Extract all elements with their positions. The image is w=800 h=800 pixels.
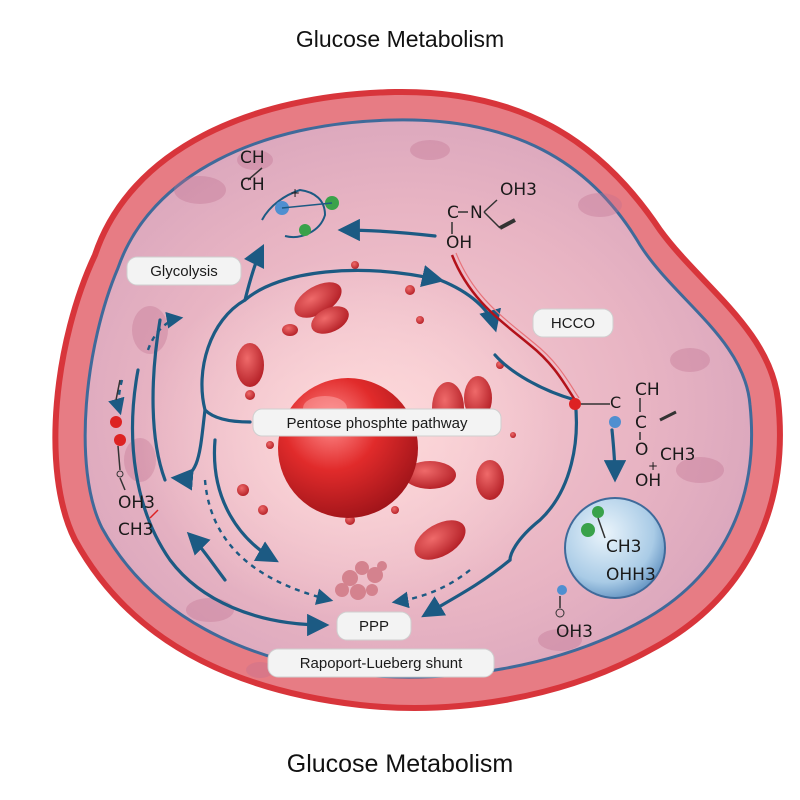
- svg-text:C: C: [635, 413, 647, 433]
- ppp-cluster: [335, 561, 387, 600]
- label-hcco: HCCO: [532, 308, 614, 338]
- molecule-right-mid: CH C C O CH3 + OH: [569, 380, 695, 491]
- svg-text:Rapoport-Lueberg shunt: Rapoport-Lueberg shunt: [300, 655, 463, 672]
- svg-text:+: +: [290, 186, 300, 200]
- label-ppp: PPP: [336, 611, 412, 641]
- nucleus: [278, 378, 418, 518]
- molecule-bottom-right: OH3: [555, 585, 593, 642]
- svg-text:OH3: OH3: [556, 622, 593, 642]
- svg-text:CH: CH: [240, 148, 265, 168]
- svg-text:CH3: CH3: [118, 520, 153, 540]
- svg-text:CH3: CH3: [606, 537, 641, 557]
- dashed-arrows: [108, 311, 471, 609]
- svg-text:PPP: PPP: [359, 618, 389, 635]
- svg-text:CH: CH: [635, 380, 660, 400]
- vesicle: [564, 497, 666, 599]
- background-organelles: [124, 140, 724, 678]
- svg-text:OH: OH: [635, 471, 661, 491]
- svg-text:OH3: OH3: [118, 493, 155, 513]
- svg-text:O: O: [635, 440, 648, 460]
- label-shunt: Rapoport-Lueberg shunt: [267, 648, 495, 678]
- svg-text:OHH3: OHH3: [606, 565, 656, 585]
- svg-text:Glycolysis: Glycolysis: [150, 263, 218, 280]
- molecule-top-left: CH CH +: [240, 148, 339, 238]
- svg-text:OH3: OH3: [500, 180, 537, 200]
- svg-text:CH3: CH3: [660, 445, 695, 465]
- molecule-top-right: OH3 C N OH: [446, 180, 537, 253]
- label-glycolysis: Glycolysis: [126, 256, 242, 286]
- page-title: Glucose Metabolism: [295, 26, 505, 52]
- svg-text:N: N: [470, 203, 483, 223]
- molecule-vesicle: CH3 OHH3: [581, 506, 656, 585]
- svg-text:HCCO: HCCO: [551, 315, 595, 332]
- svg-text:Pentose phosphte pathway: Pentose phosphte pathway: [287, 415, 468, 432]
- svg-text:C: C: [610, 393, 621, 412]
- svg-text:+: +: [648, 459, 658, 473]
- pathway-arrows: [130, 218, 627, 637]
- hcco-connector: [450, 254, 577, 401]
- label-pentose-pathway: Pentose phosphte pathway: [252, 408, 502, 437]
- svg-text:C: C: [447, 203, 459, 223]
- footer-title: Glucose Metabolism: [286, 750, 514, 778]
- svg-text:OH: OH: [446, 233, 472, 253]
- molecule-left-mid: OH3 CH3: [110, 379, 159, 540]
- svg-text:CH: CH: [240, 175, 265, 195]
